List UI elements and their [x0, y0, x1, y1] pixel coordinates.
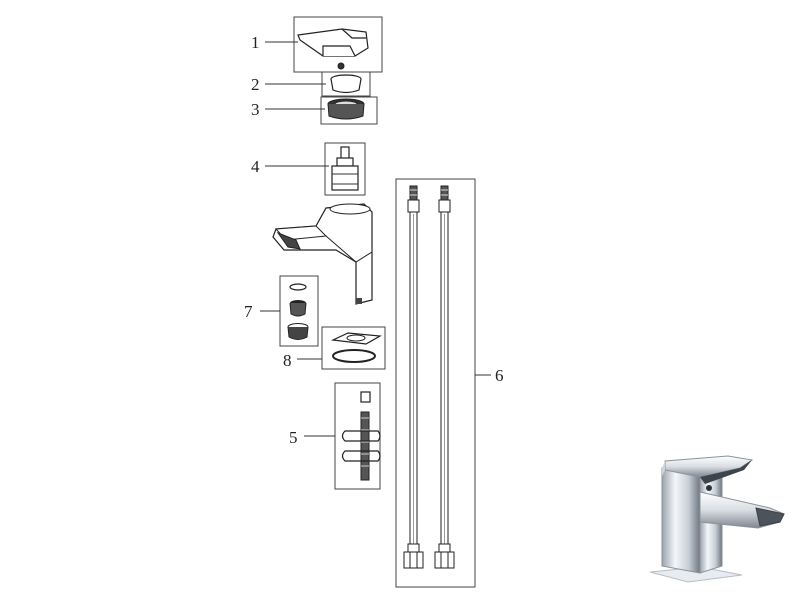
callout-5: 5: [289, 428, 298, 447]
aerator-housing: [287, 323, 309, 340]
flexible-hose-left: [403, 185, 424, 569]
part-6-flexible-hoses-group: 6: [395, 178, 504, 588]
callout-2: 2: [251, 75, 260, 94]
faucet-product-photo: [649, 455, 785, 583]
part-8-base-plate-group: 8: [283, 326, 386, 370]
part-7-aerator-group: 7: [244, 275, 319, 347]
cap-ring: [330, 74, 362, 94]
part-3-frame: [320, 96, 378, 125]
base-plate: [330, 332, 382, 345]
mounting-bracket-upper: [341, 430, 381, 442]
part-3-nut-group: 3: [251, 96, 378, 125]
nut: [327, 98, 365, 120]
callout-4: 4: [251, 157, 260, 176]
mounting-bracket-lower: [341, 450, 381, 462]
aerator-washer: [289, 283, 307, 291]
part-4-frame: [324, 142, 366, 196]
part-5-mounting-kit-group: 5: [289, 382, 381, 490]
callout-7: 7: [244, 302, 253, 321]
part-5-frame: [334, 382, 381, 490]
callout-1: 1: [251, 33, 260, 52]
o-ring: [332, 349, 376, 363]
callout-3: 3: [251, 100, 260, 119]
cartridge: [331, 146, 359, 191]
part-2-cap-ring-group: 2: [251, 71, 371, 97]
part-4-cartridge-group: 4: [251, 142, 366, 196]
part-8-frame: [321, 326, 386, 370]
callout-6: 6: [495, 366, 504, 385]
aerator-insert: [289, 300, 307, 317]
mounting-nut: [360, 391, 371, 403]
callout-8: 8: [283, 351, 292, 370]
flexible-hose-right: [434, 185, 455, 569]
faucet-body: [272, 203, 373, 305]
part-6-frame: [395, 178, 476, 588]
threaded-stud: [360, 411, 370, 481]
part-1-handle-group: 1: [251, 16, 383, 73]
handle-lever: [297, 28, 369, 70]
